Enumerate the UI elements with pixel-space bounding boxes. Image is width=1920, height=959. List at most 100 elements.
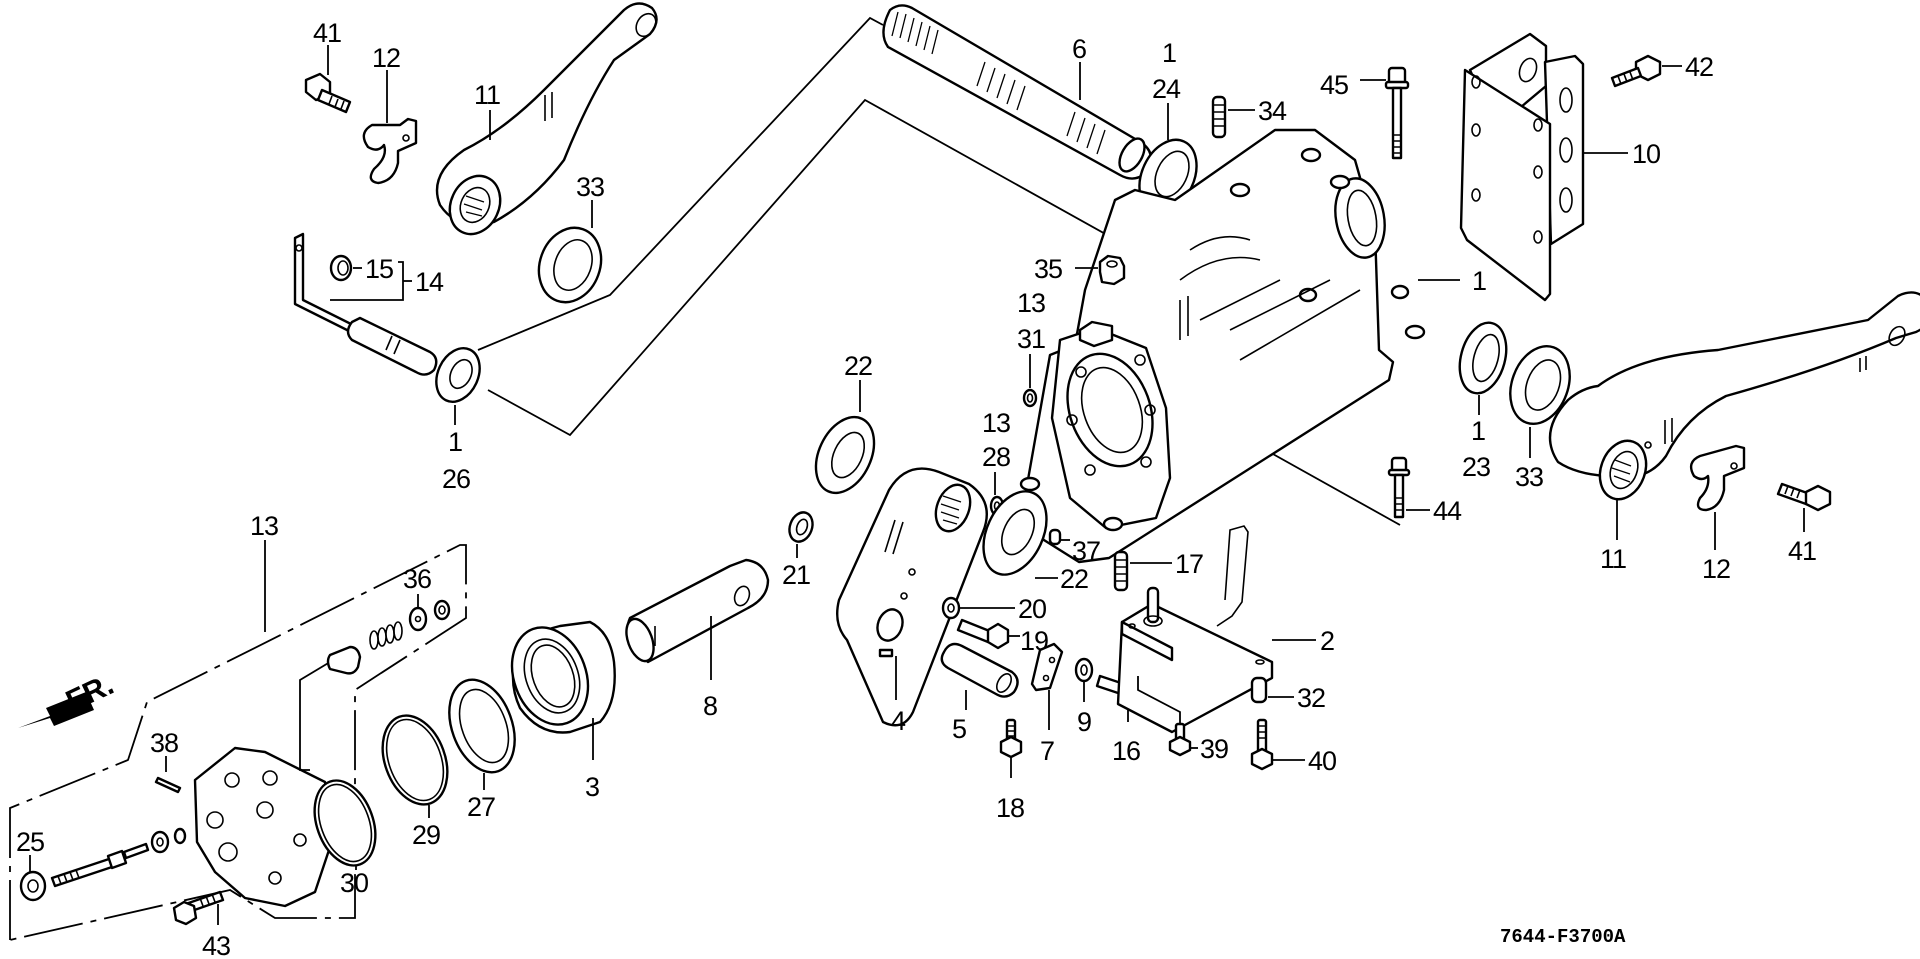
adjust-screw[interactable] [50,842,150,888]
bracket-10[interactable] [1459,32,1585,302]
bolt-40[interactable] [1250,718,1274,771]
callout-18: 18 [996,793,1024,823]
circlip-36[interactable] [433,599,451,621]
shaft-6[interactable] [882,4,1153,180]
bolt-45[interactable] [1384,66,1410,160]
shift-rod-14[interactable] [293,232,438,376]
washer-21[interactable] [786,509,817,545]
figure-code: 7644-F3700A [1500,926,1626,948]
nut-25[interactable] [19,870,47,902]
washer-31[interactable] [1022,388,1038,408]
callout-33: 33 [576,172,604,202]
stud-34[interactable] [1211,95,1227,139]
o-ring-29[interactable] [371,707,459,814]
callout-7: 7 [1040,736,1054,766]
callout-10: 10 [1632,139,1660,169]
pin-37[interactable] [1048,528,1062,546]
o-ring-30[interactable] [304,772,387,874]
callout-37: 37 [1072,536,1100,566]
callout-45: 45 [1320,70,1348,100]
callout-13: 13 [250,511,278,541]
plate-7[interactable] [1030,642,1064,692]
piston-3[interactable] [499,617,616,736]
callout-21: 21 [782,560,810,590]
transmission-case-1[interactable] [1018,128,1426,564]
callout-12: 12 [1702,554,1730,584]
callout-24: 24 [1152,74,1181,104]
callout-22: 22 [844,351,872,381]
callout-31: 31 [1017,324,1045,354]
callout-22: 22 [1060,564,1088,594]
oil-seal-23[interactable] [1452,318,1513,399]
callout-33: 33 [1515,462,1543,492]
arm-4[interactable] [836,467,988,727]
callout-20: 20 [1018,594,1046,624]
bolt-18[interactable] [999,718,1023,759]
collar-15[interactable] [329,254,353,282]
callout-11: 11 [474,80,500,110]
callout-43: 43 [202,931,230,959]
washer-small-a[interactable] [150,830,170,854]
callout-41: 41 [1788,536,1816,566]
front-arrow-icon [18,692,94,728]
washer-22-lower[interactable] [971,481,1059,584]
callout-11: 11 [1600,544,1626,574]
callout-44: 44 [1433,496,1462,526]
callout-27: 27 [467,792,495,822]
callout-35: 35 [1034,254,1062,284]
pin-5[interactable] [940,642,1019,698]
callout-16: 16 [1112,736,1140,766]
washer-small-b[interactable] [173,827,187,845]
valve-spring[interactable] [369,621,403,650]
bolt-44[interactable] [1387,456,1411,519]
callout-26: 26 [442,464,470,494]
pin-38[interactable] [154,776,182,794]
callout-14: 14 [415,267,444,297]
collar-32[interactable] [1250,676,1268,704]
bolt-39[interactable] [1168,722,1192,757]
callout-29: 29 [412,820,440,850]
callout-5: 5 [952,714,966,744]
callout-34: 34 [1258,96,1287,126]
bolt-43[interactable] [172,890,225,926]
washer-33-left[interactable] [529,219,611,311]
washer-36[interactable] [408,606,428,632]
washer-33-right[interactable] [1500,338,1580,432]
front-direction-indicator: FR. [18,668,119,728]
bolt-42[interactable] [1610,54,1662,88]
washer-22-upper[interactable] [805,408,886,502]
callout-39: 39 [1200,734,1228,764]
callout-25: 25 [16,827,44,857]
washer-9[interactable] [1074,657,1094,683]
arm-11-right[interactable] [1548,291,1920,505]
callout-13: 13 [1017,288,1045,318]
callout-23: 23 [1462,452,1490,482]
link-8[interactable] [621,558,770,665]
callout-40: 40 [1308,746,1336,776]
callout-28: 28 [982,442,1010,472]
valve-plunger[interactable] [326,645,362,675]
valve-body[interactable] [193,746,337,908]
callout-42: 42 [1685,52,1713,82]
callout-8: 8 [703,691,717,721]
nut-35[interactable] [1098,254,1126,286]
callout-9: 9 [1077,707,1091,737]
stud-17[interactable] [1113,550,1129,592]
callout-13: 13 [982,408,1010,438]
callout-32: 32 [1297,683,1325,713]
bolt-19[interactable] [956,618,1010,650]
callout-30: 30 [340,868,368,898]
seal-27[interactable] [437,671,526,782]
stopper-plate-12-right[interactable] [1689,444,1746,512]
bolt-41-right[interactable] [1776,482,1832,512]
oil-seal-26[interactable] [428,341,488,409]
arm-11-left[interactable] [435,2,660,242]
callout-41: 41 [313,18,341,48]
stopper-plate-12-left[interactable] [362,117,418,185]
callout-2: 2 [1320,626,1334,656]
bolt-41-left[interactable] [304,72,352,114]
callout-17: 17 [1175,549,1203,579]
callout-1: 1 [1162,38,1176,68]
washer-20[interactable] [941,596,961,620]
